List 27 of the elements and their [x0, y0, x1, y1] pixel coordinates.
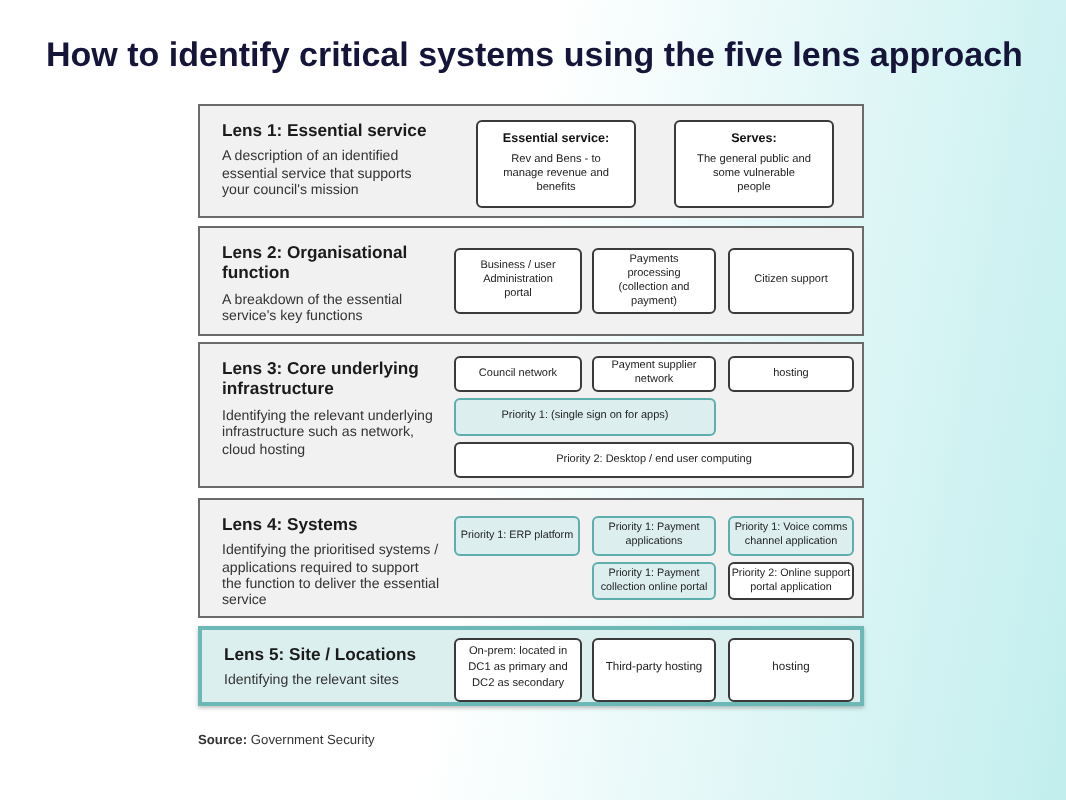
lens-band: [198, 104, 864, 218]
lens-band: [198, 626, 864, 706]
infrastructure-box: [728, 356, 854, 392]
site-box: [592, 638, 716, 702]
lens-heading: Lens 5: Site / Locations: [224, 643, 418, 665]
lens-band: [198, 226, 864, 336]
lens-heading: Lens 3: Core underlying infrastructure: [222, 357, 421, 400]
system-box: [592, 562, 716, 600]
infrastructure-box: [592, 356, 716, 392]
lens-band: [198, 342, 864, 488]
service-card: [674, 120, 834, 208]
lens-heading: Lens 2: Organisational function: [222, 241, 410, 284]
system-box: [454, 516, 580, 556]
function-box: [728, 248, 854, 314]
function-box: [454, 248, 582, 314]
site-box: [454, 638, 582, 702]
infrastructure-box: [454, 442, 854, 478]
lens-heading: Lens 4: Systems: [222, 513, 360, 535]
infrastructure-box: [454, 356, 582, 392]
function-box: [592, 248, 716, 314]
system-box: [592, 516, 716, 556]
infrastructure-box: [454, 398, 716, 436]
service-card: [476, 120, 636, 208]
site-box: [728, 638, 854, 702]
lens-band: [198, 498, 864, 618]
diagram-title: How to identify critical systems using the five lens approach: [46, 34, 1023, 78]
lens-heading: Lens 1: Essential service: [222, 119, 429, 141]
